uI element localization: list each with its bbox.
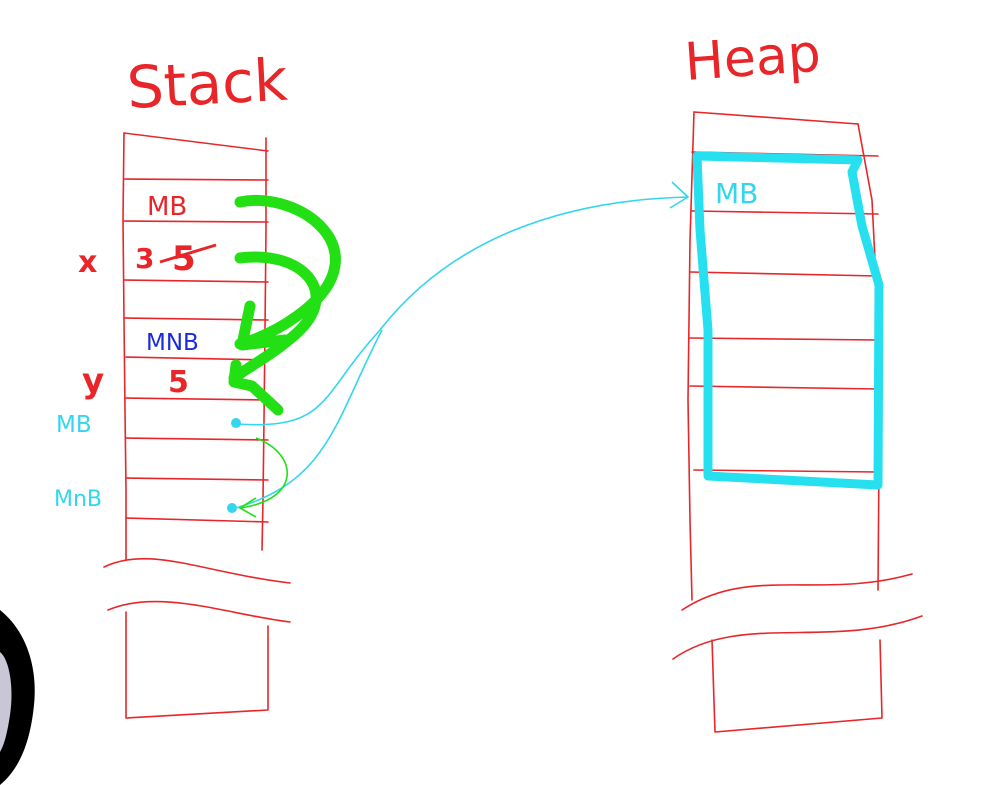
heap-object-highlight: [692, 151, 884, 490]
arrow-head-icon: [669, 181, 690, 209]
stack-left-border: [122, 132, 127, 561]
heap-title: Heap: [683, 24, 823, 93]
copy-arrow-ref: [239, 437, 289, 509]
dot-icon: [227, 503, 237, 513]
heap-row-line: [689, 337, 879, 341]
pointer-arrow-mnb: [235, 329, 383, 509]
copy-arrow-x-to-y: [228, 251, 322, 384]
dark-ring-icon: [0, 610, 35, 785]
stack-cell-x-value: 3: [135, 242, 154, 275]
heap-break-wave: [681, 573, 913, 611]
stack-row-line: [123, 178, 269, 181]
stack-row-line: [125, 437, 269, 441]
arrow-head-icon: [238, 497, 257, 518]
stack-row-line: [123, 279, 269, 283]
stack-title: Stack: [125, 46, 289, 122]
stack-break-wave: [107, 600, 291, 623]
stack-row-line: [125, 397, 269, 401]
stack-row-line: [123, 132, 269, 152]
arrow-head-icon: [236, 300, 291, 351]
heap-top-border: [693, 111, 859, 125]
heap-column: Heap MB: [672, 24, 923, 733]
stack-break-wave: [103, 557, 291, 584]
stack-right-border: [261, 137, 267, 551]
dot-icon: [231, 418, 241, 428]
strike-icon: [159, 243, 217, 264]
stack-bottom-section: [125, 611, 269, 719]
pointer-arrow-mb: [237, 196, 689, 426]
stack-label-mb-ref: MB: [56, 412, 92, 438]
heap-row-line: [693, 469, 879, 473]
stack-label-y: y: [82, 361, 104, 401]
heap-row-line: [689, 385, 879, 390]
heap-cell-mb: MB: [715, 177, 758, 210]
stack-row-line: [125, 517, 269, 523]
copy-arrow-mb-to-mnb: [234, 195, 341, 350]
stack-label-mnb-ref: MnB: [54, 487, 102, 512]
heap-bottom-section: [711, 639, 883, 733]
heap-break-wave: [672, 615, 923, 660]
stack-label-x: x: [78, 245, 97, 280]
stack-row-line: [125, 356, 269, 361]
stack-cell-mb: MB: [147, 192, 187, 222]
stack-row-line: [125, 477, 269, 481]
stack-column: Stack MB 3 5 MNB 5 x y MB MnB: [54, 46, 291, 719]
heap-row-line: [691, 210, 879, 215]
stack-cell-y-value: 5: [168, 365, 189, 400]
stack-cell-x-old-value: 5: [172, 239, 196, 279]
stack-cell-mnb: MNB: [146, 330, 199, 356]
heap-row-line: [689, 271, 879, 277]
stack-row-line: [123, 220, 269, 223]
heap-left-border: [687, 111, 695, 601]
arrow-head-icon: [228, 359, 284, 416]
